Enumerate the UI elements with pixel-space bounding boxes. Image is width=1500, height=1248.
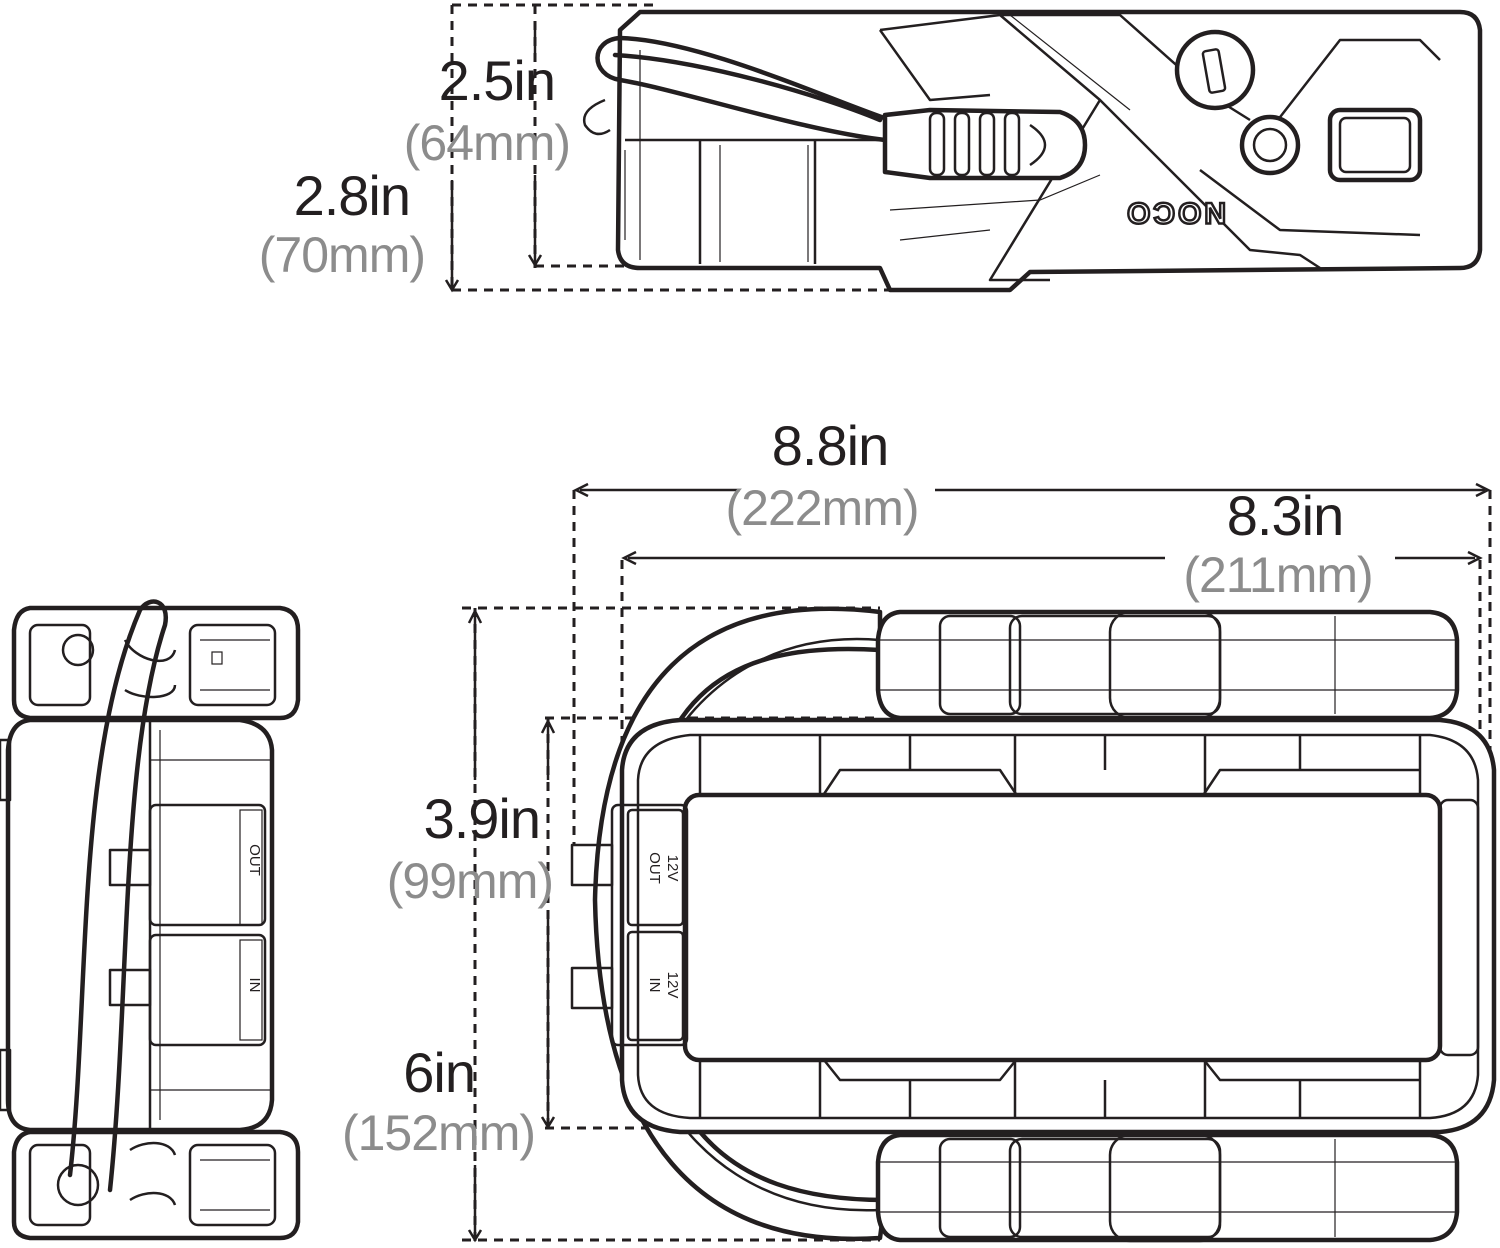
side-view: NOCO 2.5in (64mm) 2.8in (70mm) — [259, 3, 1483, 293]
brand-logo-text: NOCO — [1124, 196, 1226, 229]
top-width-a-mm: (99mm) — [387, 853, 553, 909]
top-width-a-in: 3.9in — [424, 787, 540, 850]
end-view: OUT IN — [0, 599, 301, 1241]
top-view-in-voltage: 12V — [664, 972, 681, 999]
top-length-a-in: 8.8in — [772, 414, 888, 477]
top-length-b-mm: (211mm) — [1183, 547, 1372, 603]
top-width-b-mm: (152mm) — [342, 1105, 535, 1161]
side-height-b-mm: (70mm) — [259, 227, 425, 283]
top-view-out-voltage: 12V — [664, 855, 681, 882]
top-length-b-in: 8.3in — [1227, 484, 1343, 547]
side-height-a-in: 2.5in — [439, 49, 555, 112]
side-height-b-in: 2.8in — [294, 164, 410, 227]
top-width-b-in: 6in — [403, 1041, 475, 1104]
top-view-in-label: IN — [646, 978, 663, 993]
end-view-out-label: OUT — [246, 844, 263, 876]
side-height-a-mm: (64mm) — [404, 115, 570, 171]
top-view: OUT 12V IN 12V 8.8in (222mm) 8.3in (211m… — [342, 414, 1497, 1245]
top-length-a-mm: (222mm) — [725, 480, 918, 536]
end-view-in-label: IN — [246, 978, 263, 993]
top-view-out-label: OUT — [646, 852, 663, 884]
side-view-body: NOCO — [582, 9, 1483, 293]
